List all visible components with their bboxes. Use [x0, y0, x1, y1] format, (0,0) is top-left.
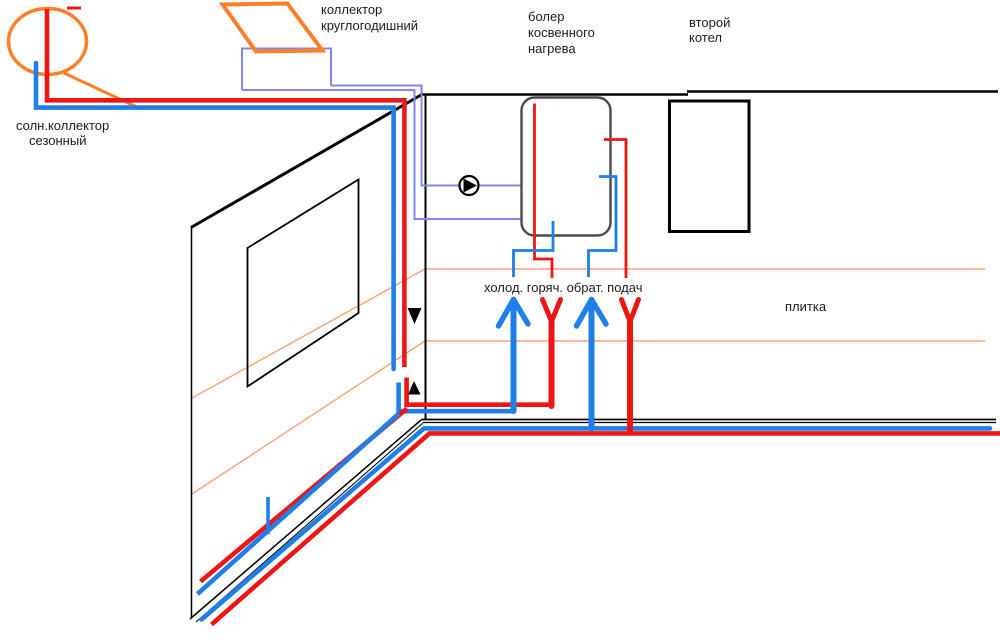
return-arrow-barb-left: [573, 296, 595, 329]
label-year-round-collector: коллектор круглогодишний: [321, 2, 418, 34]
floor-edge-diagonal-1: [189, 419, 422, 620]
red-floor-pipe-main: [209, 431, 1000, 627]
solar-blue-pipe: [33, 60, 396, 372]
seasonal-collector-pipe-diagonal: [63, 71, 142, 111]
label-line: второй: [689, 15, 731, 30]
pump-icon: [458, 174, 480, 197]
indirect-boiler-tank: [520, 96, 612, 237]
boiler-connections: [512, 103, 628, 278]
boiler-blue-internal-pipe: [512, 221, 555, 277]
label-line: нагрева: [528, 41, 576, 56]
year-round-collector-panel: [218, 1, 327, 54]
flow-down-triangle-icon: [407, 308, 422, 324]
label-line: солн.коллектор: [16, 118, 110, 133]
left-wall-top-edge: [190, 93, 422, 229]
cold-arrow-barb-right: [510, 296, 531, 327]
pump-triangle: [463, 178, 477, 193]
solar-circuit: [241, 47, 531, 220]
label-line: сезонный: [29, 133, 87, 148]
label-line: котел: [689, 30, 722, 45]
blue-floor-pipe-left-wall: [195, 411, 401, 596]
riser-arrows: [495, 296, 641, 436]
label-line: болер: [528, 9, 565, 24]
label-seasonal-solar-collector: солн.коллектор сезонный: [16, 118, 109, 148]
label-tile: плитка: [785, 299, 827, 314]
label-pipe-names: холод. горяч. обрат. подач: [484, 280, 643, 295]
label-line: косвенного: [528, 25, 595, 40]
blue-corner-pipe-lower: [396, 382, 515, 414]
label-line: коллектор: [321, 2, 383, 17]
window-outline: [246, 177, 360, 389]
tile-guide-left-2: [191, 340, 426, 495]
hot-water-arrow-down: [540, 297, 563, 409]
main-pipes: [33, 9, 1000, 627]
boiler-red-internal-pipe: [533, 103, 554, 278]
cold-water-arrow-up: [495, 296, 531, 414]
flow-up-triangle-icon: [408, 381, 421, 395]
tile-guide-left-1: [191, 268, 426, 399]
blue-floor-pipe-main: [199, 426, 993, 622]
boiler-red-top-outlet: [604, 138, 628, 278]
cold-arrow-barb-left: [495, 296, 517, 329]
supply-arrow-down: [619, 297, 641, 436]
collector-box-outline: [241, 47, 332, 90]
supply-arrow-head: [619, 297, 641, 329]
red-corner-pipe-lower: [404, 377, 553, 407]
second-boiler-outline: [668, 99, 751, 233]
solar-red-pipe: [44, 9, 407, 367]
room-outline: [189, 90, 998, 623]
label-second-boiler: второй котел: [689, 15, 730, 45]
hot-arrow-head: [540, 297, 563, 329]
solar-circuit-return-line: [242, 89, 531, 220]
tile-guide-lines: [191, 268, 985, 495]
label-indirect-boiler: болер косвенного нагрева: [528, 9, 595, 57]
return-arrow-barb-right: [588, 296, 609, 327]
label-line: круглогодишний: [321, 18, 419, 33]
return-arrow-up: [573, 296, 609, 432]
boiler-blue-mid-outlet: [587, 175, 618, 277]
